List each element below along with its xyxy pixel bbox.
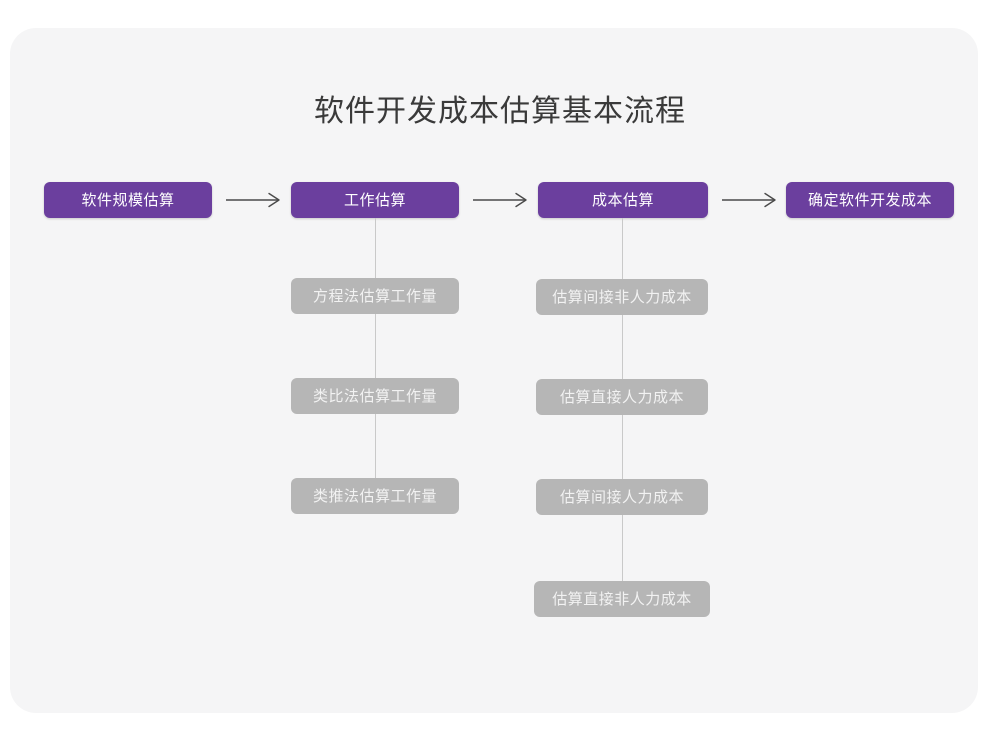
sub-node-direct-nonlabor-cost[interactable]: 估算直接非人力成本: [534, 581, 710, 617]
arrow-right-icon-3: [722, 192, 782, 208]
sub-node-inference-method-effort[interactable]: 类推法估算工作量: [291, 478, 459, 514]
flow-node-effort-estimation[interactable]: 工作估算: [291, 182, 459, 218]
arrow-right-icon-1: [226, 192, 286, 208]
sub-node-equation-method-effort[interactable]: 方程法估算工作量: [291, 278, 459, 314]
sub-node-direct-labor-cost[interactable]: 估算直接人力成本: [536, 379, 708, 415]
connector-line-effort-1: [375, 218, 376, 278]
connector-line-cost-2: [622, 315, 623, 379]
flow-node-determine-development-cost[interactable]: 确定软件开发成本: [786, 182, 954, 218]
connector-line-cost-1: [622, 218, 623, 279]
connector-line-cost-4: [622, 515, 623, 581]
connector-line-effort-2: [375, 314, 376, 378]
arrow-right-icon-2: [473, 192, 533, 208]
connector-line-cost-3: [622, 415, 623, 479]
diagram-card: [10, 28, 978, 713]
connector-line-effort-3: [375, 414, 376, 478]
sub-node-indirect-labor-cost[interactable]: 估算间接人力成本: [536, 479, 708, 515]
sub-node-indirect-nonlabor-cost[interactable]: 估算间接非人力成本: [536, 279, 708, 315]
flow-node-software-scale-estimation[interactable]: 软件规模估算: [44, 182, 212, 218]
sub-node-analogy-method-effort[interactable]: 类比法估算工作量: [291, 378, 459, 414]
flow-node-cost-estimation[interactable]: 成本估算: [538, 182, 708, 218]
page-title: 软件开发成本估算基本流程: [314, 95, 686, 128]
